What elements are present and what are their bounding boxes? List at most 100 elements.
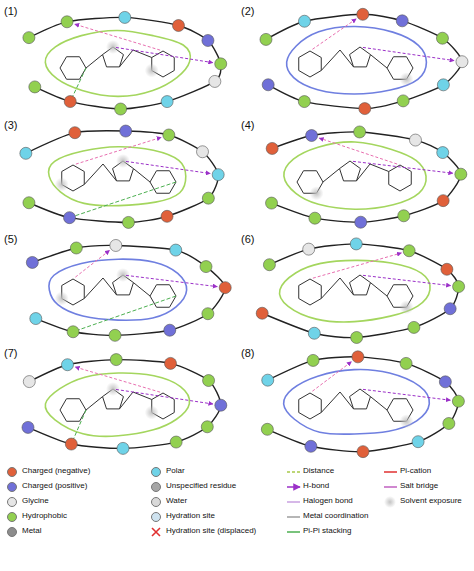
- pocket-contour: [49, 259, 187, 320]
- legend-swatch: [7, 467, 17, 477]
- solvent-exposure: [310, 186, 324, 200]
- legend-label: Polar: [166, 467, 185, 476]
- residue: [203, 375, 215, 387]
- residue: [172, 20, 184, 32]
- pocket-contour: [284, 369, 430, 434]
- residue: [357, 446, 369, 458]
- residue: [262, 374, 274, 386]
- residue: [441, 263, 453, 275]
- residue: [262, 79, 274, 91]
- pocket-contour: [45, 373, 189, 436]
- azo-bond: [356, 164, 388, 181]
- legend-label: Charged (negative): [22, 467, 90, 476]
- residue: [115, 103, 127, 115]
- panel-label: (7): [4, 347, 17, 359]
- h-bond: [126, 161, 210, 173]
- residue: [409, 134, 421, 146]
- residue: [197, 146, 209, 158]
- residue: [452, 395, 464, 407]
- residue: [455, 168, 467, 180]
- pyrazolone-ring: [340, 161, 361, 181]
- residue: [359, 103, 371, 115]
- residue: [170, 436, 182, 448]
- residue: [307, 354, 319, 366]
- backbone: [29, 17, 221, 109]
- solvent-exposure: [116, 268, 130, 282]
- h-bond: [312, 362, 351, 392]
- benzene-ring: [299, 279, 322, 305]
- residue: [23, 376, 35, 388]
- residue: [266, 197, 278, 209]
- residue: [309, 212, 321, 224]
- legend-swatch: [7, 482, 17, 492]
- pocket-contour: [284, 142, 426, 209]
- residue: [122, 216, 134, 228]
- legend-line-sample: [287, 486, 300, 488]
- legend-label: H-bond: [303, 482, 329, 491]
- residue: [117, 442, 129, 454]
- solvent-exposure: [55, 178, 69, 192]
- residue: [65, 438, 77, 450]
- pyrazolone-ring: [350, 47, 371, 67]
- legend-swatch: [151, 497, 161, 507]
- ligand-panel: [261, 351, 464, 458]
- backbone: [28, 360, 221, 449]
- solvent-exposure: [400, 414, 414, 428]
- legend-label: Pi-Pi stacking: [303, 527, 351, 536]
- residue: [352, 351, 364, 363]
- residue: [110, 239, 122, 251]
- residue: [202, 192, 214, 204]
- solvent-exposure: [106, 40, 120, 54]
- residue: [397, 95, 409, 107]
- ligand-panel: [26, 239, 231, 341]
- legend-label: Halogen bond: [303, 497, 353, 506]
- pi-pi-stacking: [73, 296, 176, 332]
- solvent-exposure: [145, 406, 159, 420]
- residue: [351, 331, 363, 343]
- residue: [308, 327, 320, 339]
- ligand-panel: [260, 8, 468, 114]
- azo-bond: [84, 164, 116, 185]
- residue: [306, 130, 318, 142]
- solvent-exposure: [400, 72, 414, 86]
- residue: [170, 244, 182, 256]
- legend-swatch: [7, 527, 17, 537]
- residue: [67, 326, 79, 338]
- pyrazolone-ring: [350, 389, 371, 409]
- residue: [350, 238, 362, 250]
- benzene-ring: [299, 393, 322, 419]
- residue: [209, 75, 221, 87]
- azo-bond: [84, 278, 116, 299]
- legend-label: Water: [166, 497, 187, 506]
- legend-solvent-sample: [384, 496, 396, 508]
- ligand-panel: [266, 126, 467, 228]
- legend-label: Hydration site: [166, 512, 215, 521]
- h-bond: [363, 389, 450, 400]
- backbone: [272, 132, 461, 222]
- legend-line-sample: [287, 516, 300, 518]
- solvent-exposure: [106, 382, 120, 396]
- legend-label: Metal coordination: [303, 512, 368, 521]
- h-bond: [363, 275, 451, 285]
- ligand-panel: [256, 238, 464, 344]
- residue: [261, 423, 273, 435]
- residue: [202, 34, 214, 46]
- residue: [408, 321, 420, 333]
- benzene-ring: [389, 165, 412, 191]
- bond: [370, 283, 387, 296]
- benzene-ring: [299, 51, 322, 77]
- legend-line-sample: [287, 471, 300, 473]
- h-bond: [126, 275, 217, 286]
- legend-line-sample: [287, 501, 300, 503]
- legend-label: Salt bridge: [400, 482, 438, 491]
- pocket-contour: [287, 27, 427, 94]
- azo-bond: [321, 278, 353, 299]
- pocket-contour: [279, 260, 430, 322]
- legend-x-sample: [152, 528, 160, 536]
- residue: [355, 216, 367, 228]
- legend-label: Distance: [303, 467, 334, 476]
- residue: [26, 256, 38, 268]
- residue: [201, 421, 213, 433]
- residue: [403, 245, 415, 257]
- residue: [64, 96, 76, 108]
